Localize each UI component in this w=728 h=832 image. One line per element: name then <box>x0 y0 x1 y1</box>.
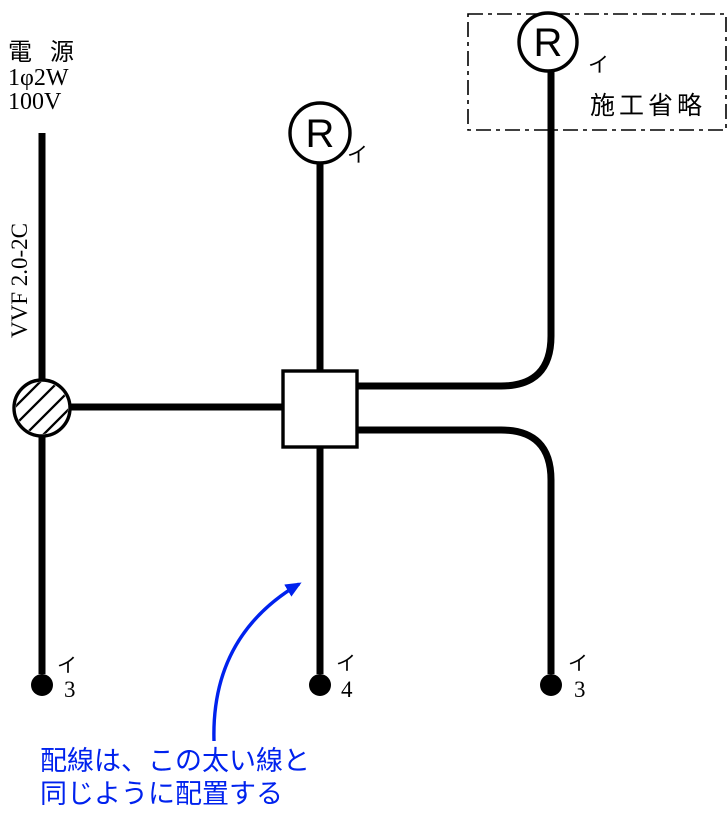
circuit-tag: イ <box>588 53 609 77</box>
terminal-number: 4 <box>341 677 353 702</box>
lamp-receptacle-letter: R <box>306 112 335 156</box>
circuit-tag: イ <box>347 143 368 167</box>
lamp-receptacle-topright: R イ <box>517 11 609 77</box>
terminal-dot <box>540 674 562 696</box>
circuit-tag: イ <box>336 653 356 675</box>
terminal-right: イ 3 <box>540 653 588 702</box>
omission-boundary-box <box>467 13 727 131</box>
cable-type-label: VVF 2.0-2C <box>7 223 32 338</box>
junction-box-symbol <box>281 369 359 449</box>
lamp-receptacle-letter: R <box>534 21 563 65</box>
power-label-line1: 電 源 <box>8 39 80 66</box>
annotation-line1: 配線は、この太い線と <box>40 746 310 776</box>
terminal-number: 3 <box>64 677 76 702</box>
terminal-middle: イ 4 <box>309 653 356 702</box>
terminal-number: 3 <box>574 677 586 702</box>
lamp-receptacle-center: R イ <box>288 101 368 167</box>
power-source-hatch <box>16 382 68 434</box>
circuit-tag: イ <box>568 653 588 675</box>
terminal-dot <box>31 674 53 696</box>
power-label: 電 源 1φ2W 100V <box>8 39 80 115</box>
omission-label: 施工省略 <box>590 92 706 120</box>
annotation-arrow <box>212 582 302 742</box>
power-label-line2: 1φ2W <box>8 65 69 91</box>
annotation-line2: 同じように配置する <box>40 779 283 809</box>
box-to-topright-lamp-line <box>357 71 555 390</box>
box-to-right-terminal-line <box>357 426 555 674</box>
terminal-left: イ 3 <box>31 655 77 702</box>
power-source-symbol <box>12 378 72 438</box>
power-label-line3: 100V <box>8 89 62 115</box>
terminal-dot <box>309 674 331 696</box>
circuit-tag: イ <box>57 655 77 677</box>
